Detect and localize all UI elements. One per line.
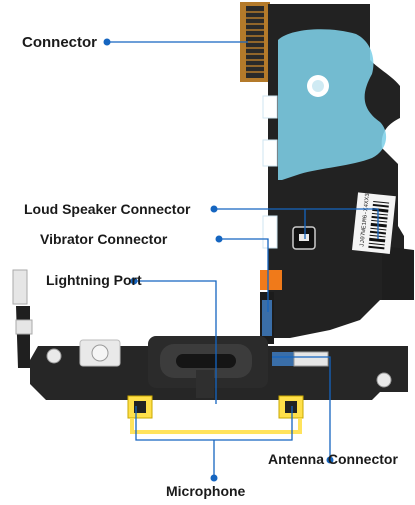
orange-tab	[260, 270, 282, 290]
label-antenna-connector: Antenna Connector	[268, 451, 398, 467]
blue-shielding-film	[278, 29, 387, 181]
left-arm	[16, 306, 30, 368]
label-microphone: Microphone	[166, 483, 246, 499]
lightning-port	[148, 336, 268, 398]
top-flex-ribbon	[240, 2, 270, 82]
leader-dots	[103, 38, 334, 482]
antenna-connector	[272, 351, 392, 388]
label-lightning-port: Lightning Port	[46, 272, 142, 288]
label-vibrator-connector: Vibrator Connector	[40, 231, 168, 247]
label-connector: Connector	[22, 34, 97, 51]
microphone-pads	[127, 395, 304, 434]
leader-lines	[107, 41, 379, 478]
white-stiffener-strips	[262, 95, 278, 249]
barcode-label: JJ07WE1M6-X4XX3	[352, 192, 396, 254]
right-end-tab	[382, 246, 414, 300]
label-loud-speaker-connector: Loud Speaker Connector	[24, 201, 191, 217]
vibrator-connector-flex	[260, 292, 274, 344]
mount-ring-left	[46, 348, 62, 364]
